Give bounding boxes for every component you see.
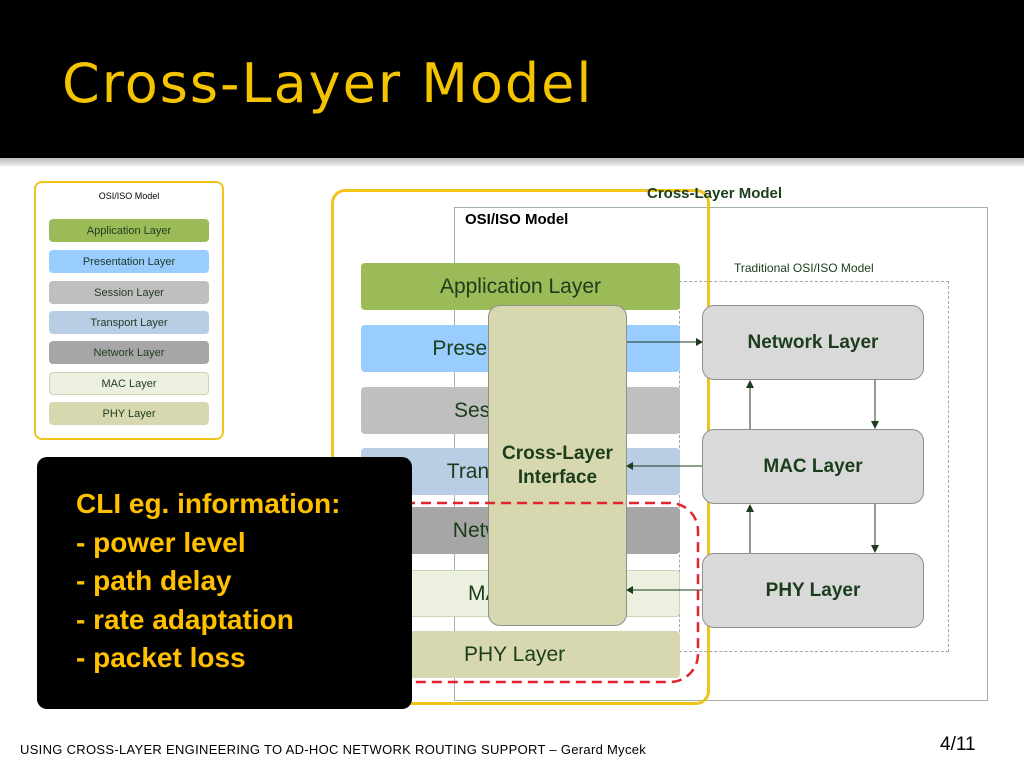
cli-callout-box bbox=[37, 457, 412, 709]
header-band bbox=[0, 0, 1024, 158]
cross-layer-heading: Cross-Layer Model bbox=[647, 185, 783, 202]
callout-line-2: - power level bbox=[76, 527, 246, 558]
small-layer-network: Network Layer bbox=[49, 341, 209, 364]
slide-title: Cross-Layer Model bbox=[62, 52, 594, 115]
callout-line-1: CLI eg. information: bbox=[76, 488, 341, 519]
callout-line-3: - path delay bbox=[76, 565, 232, 596]
callout-line-5: - packet loss bbox=[76, 642, 246, 673]
page-number: 4/11 bbox=[940, 734, 976, 755]
interface-label-line2: Interface bbox=[517, 467, 598, 488]
layer-application: Application Layer bbox=[361, 263, 680, 310]
right-network-layer: Network Layer bbox=[702, 305, 924, 380]
traditional-osi-label: Traditional OSI/ISO Model bbox=[734, 261, 874, 275]
header-rule bbox=[0, 158, 1024, 166]
small-layer-mac: MAC Layer bbox=[49, 372, 209, 395]
slide-footer: USING CROSS-LAYER ENGINEERING TO AD-HOC … bbox=[20, 742, 647, 757]
small-layer-application: Application Layer bbox=[49, 219, 209, 242]
right-phy-layer: PHY Layer bbox=[702, 553, 924, 628]
small-osi-heading: OSI/ISO Model bbox=[98, 191, 160, 201]
callout-line-4: - rate adaptation bbox=[76, 604, 294, 635]
small-layer-phy: PHY Layer bbox=[49, 402, 209, 425]
small-layer-presentation: Presentation Layer bbox=[49, 250, 209, 273]
right-mac-layer: MAC Layer bbox=[702, 429, 924, 504]
small-layer-session: Session Layer bbox=[49, 281, 209, 304]
cross-layer-interface bbox=[488, 305, 627, 626]
osi-heading: OSI/ISO Model bbox=[465, 211, 569, 228]
small-layer-transport: Transport Layer bbox=[49, 311, 209, 334]
small-osi-frame bbox=[34, 181, 224, 440]
interface-label-line1: Cross-Layer bbox=[502, 443, 613, 464]
